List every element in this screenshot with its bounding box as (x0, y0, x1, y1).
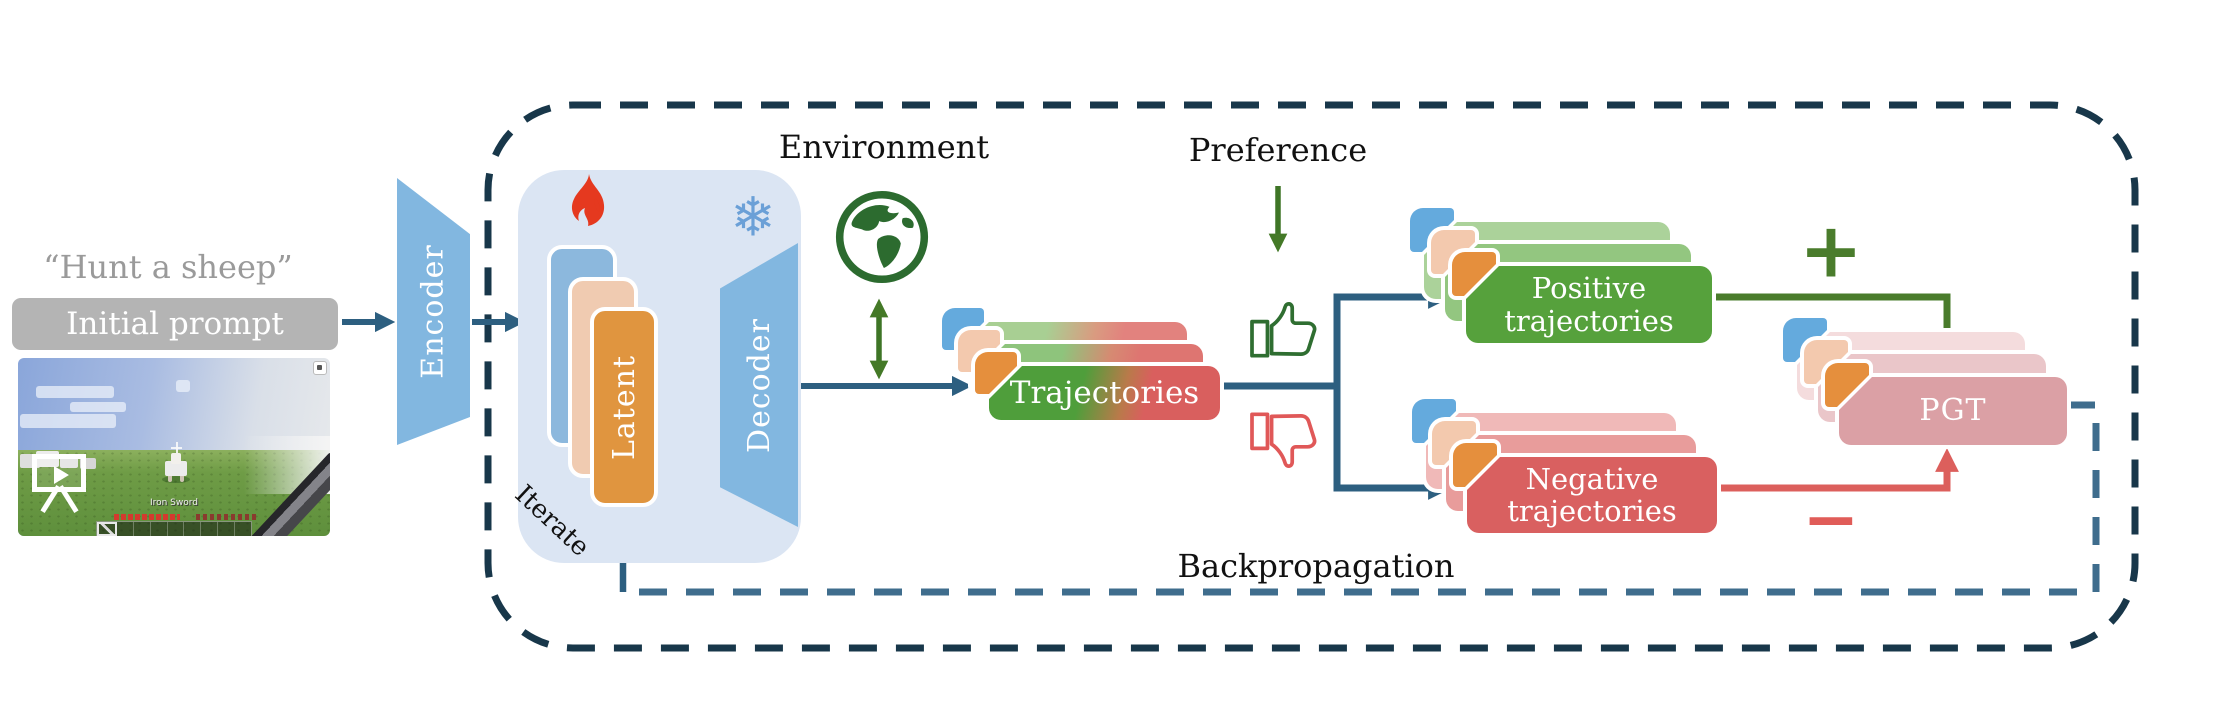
latent-label: Latent (606, 354, 642, 460)
thumbs-up-icon (1250, 302, 1317, 358)
hotbar (96, 521, 252, 536)
snowflake-icon: ❄ (730, 185, 776, 249)
hunger-bar (196, 514, 256, 520)
negative-trajectories-label: Negative trajectories (1507, 461, 1677, 528)
sheep-leg (168, 474, 172, 482)
initial-prompt-box: Initial prompt (12, 298, 338, 350)
cloud (36, 386, 114, 398)
popout-icon (313, 361, 327, 375)
hotbar-slot (201, 522, 219, 536)
negative-trajectories-card: Negative trajectories (1453, 443, 1721, 537)
play-triangle-icon (54, 466, 69, 484)
hotbar-slot (117, 522, 134, 536)
branch-line (1222, 293, 1341, 492)
initial-prompt-label: Initial prompt (66, 306, 284, 342)
decoder-block: Decoder (720, 243, 798, 527)
hotbar-slot (184, 522, 202, 536)
hotbar-slot (151, 522, 168, 536)
sheep-shadow (162, 476, 190, 483)
environment-label: Environment (778, 128, 990, 166)
encoder-label: Encoder (416, 244, 452, 379)
decoder-label: Decoder (741, 317, 777, 453)
flame-icon (571, 174, 605, 226)
backpropagation-line (630, 401, 2100, 596)
plus-sign: + (1799, 205, 1863, 295)
trajectories-label: Trajectories (1009, 374, 1200, 411)
play-video-icon (32, 454, 86, 492)
trajectories-card: Trajectories (975, 352, 1224, 424)
sheep (80, 458, 96, 469)
positive-trajectories-card: Positive trajectories (1452, 252, 1716, 347)
latent-block: Latent (590, 307, 658, 507)
pgt-card: PGT (1825, 363, 2071, 449)
minecraft-thumbnail: Iron Sword (18, 358, 330, 536)
health-bar (114, 514, 180, 520)
backpropagation-label: Backpropagation (1177, 547, 1455, 585)
item-label: Iron Sword (149, 498, 199, 508)
thumbs-down-icon (1250, 412, 1317, 468)
cloud (176, 380, 190, 392)
sheep-body (165, 461, 187, 476)
preference-label: Preference (1188, 131, 1368, 169)
pgt-label: PGT (1919, 393, 1987, 429)
dashed-outer-border (484, 101, 2139, 652)
sheep-head (171, 453, 181, 464)
negative-to-pgt-arrow (1717, 448, 1959, 492)
hotbar-slot (134, 522, 151, 536)
cloud (70, 402, 126, 412)
hotbar-slot (235, 522, 251, 536)
hotbar-slot (168, 522, 185, 536)
hotbar-slot (218, 522, 236, 536)
cloud (20, 414, 116, 428)
prompt-quote: “Hunt a sheep” (43, 248, 293, 286)
sheep-leg (180, 474, 184, 482)
minus-sign: − (1802, 480, 1860, 560)
positive-trajectories-label: Positive trajectories (1504, 271, 1674, 338)
globe-icon (835, 190, 929, 284)
hotbar-slot-selected (97, 522, 117, 536)
crosshair (171, 442, 182, 453)
